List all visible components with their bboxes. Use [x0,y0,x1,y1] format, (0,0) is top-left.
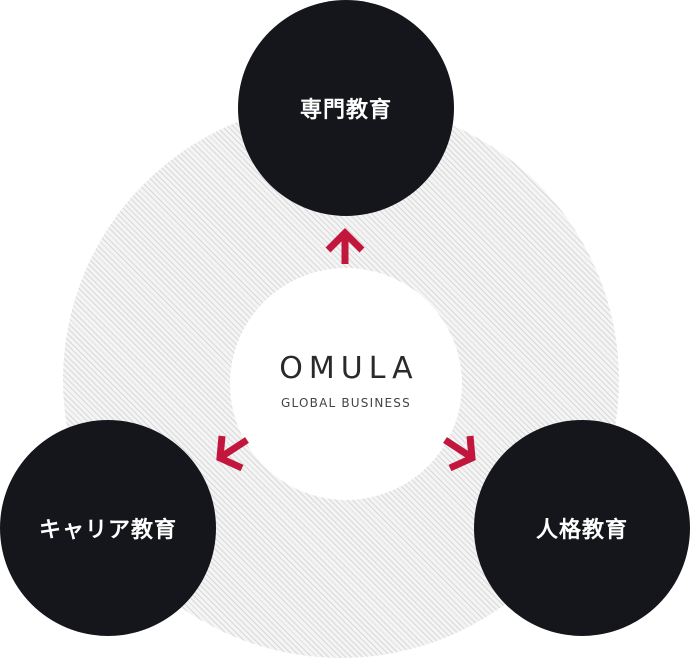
node-specialized-education: 専門教育 [238,0,454,216]
logo-title: OMULA [279,351,419,386]
node-career-education: キャリア教育 [0,420,216,636]
logo-subtitle: GLOBAL BUSINESS [281,396,411,410]
node-label: 専門教育 [299,98,392,123]
center-logo-circle: OMULA GLOBAL BUSINESS [230,268,462,500]
node-label: キャリア教育 [38,518,177,543]
node-character-education: 人格教育 [474,420,690,636]
node-label: 人格教育 [535,518,628,543]
